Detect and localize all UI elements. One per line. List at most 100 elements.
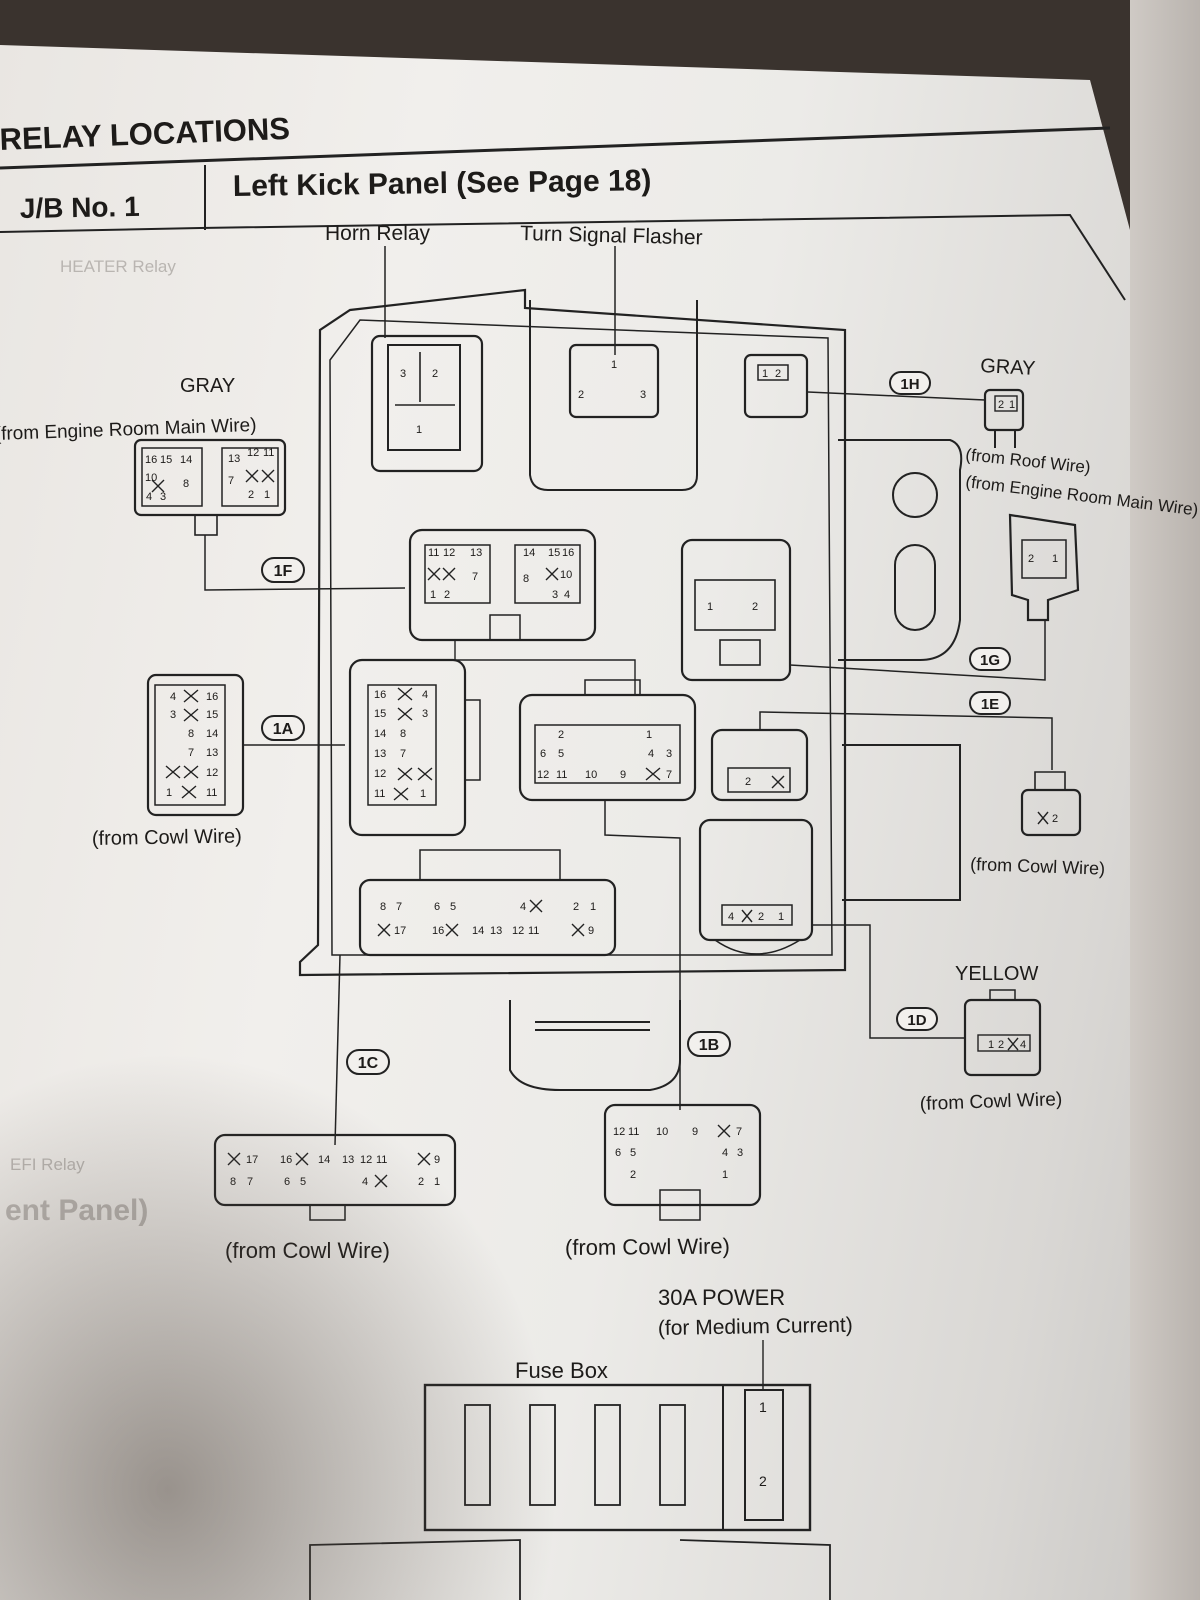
pin: 5 — [300, 1176, 306, 1188]
pin: 11 — [263, 447, 274, 459]
pin: 3 — [170, 709, 176, 721]
pin: 10 — [145, 472, 157, 484]
pin: 2 — [752, 601, 758, 613]
pin: 3 — [552, 589, 558, 601]
pin: 16 — [280, 1154, 292, 1166]
tag-1c: 1C — [358, 1055, 379, 1072]
fuse-slot-4 — [659, 1404, 686, 1506]
pin: 15 — [374, 708, 386, 720]
fuse-box-label: Fuse Box — [515, 1358, 608, 1383]
fuse-box-bottom — [309, 1539, 831, 1600]
pin: 1 — [1009, 399, 1015, 411]
jb-label: J/B No. 1 — [20, 191, 140, 224]
power-30a-label: 30A POWER — [658, 1285, 785, 1310]
pin: 4 — [422, 689, 428, 701]
pin: 10 — [560, 569, 572, 581]
pin: 13 — [206, 747, 218, 759]
pin: 4 — [362, 1176, 368, 1188]
page-edge-right — [1130, 0, 1200, 1600]
pin: 12 — [613, 1126, 625, 1138]
pin: 4 — [722, 1147, 728, 1159]
tag-1d-bubble — [896, 1007, 938, 1031]
pin: 2 — [573, 901, 579, 913]
pin: 7 — [396, 901, 402, 913]
pin: 7 — [400, 748, 406, 760]
jb-1d-bottom — [714, 939, 801, 955]
pin: 11 — [556, 769, 567, 781]
tag-1e-bubble — [969, 691, 1011, 715]
yellow-1d-connector — [963, 998, 1042, 1077]
pin: 3 — [640, 389, 646, 401]
pin: 12 — [206, 767, 218, 779]
gray-right-label: GRAY — [980, 355, 1036, 380]
jb-1b-socket — [518, 693, 697, 802]
pin: 3 — [737, 1147, 743, 1159]
pin: 17 — [246, 1154, 258, 1166]
pin: 10 — [585, 769, 597, 781]
cowl-1c-connector — [213, 1133, 457, 1207]
pin: 16 — [432, 925, 444, 937]
yellow-1d-pinbox — [977, 1034, 1031, 1052]
jb-1f-latch — [489, 614, 521, 641]
pin: 16 — [145, 454, 157, 466]
pin: 4 — [170, 691, 176, 703]
jb-1c-socket — [358, 878, 617, 957]
pin: 12 — [360, 1154, 372, 1166]
leader-1e — [759, 711, 1053, 770]
ghost-heater-relay: HEATER Relay — [60, 257, 176, 276]
leader-1f — [204, 535, 406, 591]
pin: 1 — [264, 489, 270, 501]
gray-right-pins — [994, 430, 1016, 448]
pin: 9 — [588, 925, 594, 937]
pin: 1 — [778, 911, 784, 923]
leader-1c — [334, 954, 341, 1146]
pin: 6 — [284, 1176, 290, 1188]
pin: 11 — [374, 788, 385, 800]
pin: 1 — [611, 359, 617, 371]
pin: 9 — [692, 1126, 698, 1138]
pin: 2 — [1052, 813, 1058, 825]
pin: 15 — [206, 709, 218, 721]
pin: 3 — [160, 491, 166, 503]
pin: 6 — [540, 748, 546, 760]
pin: 2 — [558, 729, 564, 741]
roof-wire-label: (from Roof Wire) — [965, 445, 1092, 477]
pin: 3 — [666, 748, 672, 760]
leader-1d — [812, 924, 965, 1039]
pin: 17 — [394, 925, 406, 937]
tag-1d: 1D — [907, 1012, 926, 1029]
jb-1a-side — [465, 699, 481, 781]
leader-1b — [604, 800, 681, 1110]
cowl-1e-connector — [1020, 788, 1082, 837]
jb-1d-socket — [698, 818, 814, 942]
horn-relay-divider — [395, 352, 455, 406]
header-rule — [0, 126, 1111, 170]
pin: 2 — [745, 776, 751, 788]
jb-bottom-tab — [509, 1000, 681, 1091]
pin: 14 — [374, 728, 386, 740]
jb-1g-socket — [680, 538, 792, 682]
pin: 11 — [528, 925, 539, 937]
jb-1a-inner — [367, 684, 437, 806]
fuse-slot-1 — [464, 1404, 491, 1506]
leader-1g-right — [789, 620, 1046, 681]
tag-1f-bubble — [261, 557, 305, 583]
pin: 2 — [578, 389, 584, 401]
pin: 1 — [430, 589, 436, 601]
pin: 6 — [615, 1147, 621, 1159]
pin: 13 — [342, 1154, 354, 1166]
fuse-slot-3 — [594, 1404, 621, 1506]
cowl-1c-label: (from Cowl Wire) — [225, 1238, 390, 1263]
jb-1g-inner — [694, 579, 776, 631]
eng-right-connector — [1008, 513, 1080, 622]
pin: 8 — [380, 901, 386, 913]
cowl-1e-label: (from Cowl Wire) — [970, 854, 1106, 879]
cowl-1a-inner — [154, 684, 226, 806]
pin: 13 — [228, 453, 240, 465]
pin: 7 — [472, 571, 478, 583]
pin: 1 — [646, 729, 652, 741]
tag-1f: 1F — [274, 563, 293, 580]
cowl-1c-tabs — [309, 1205, 346, 1221]
tag-1b-bubble — [687, 1031, 731, 1057]
